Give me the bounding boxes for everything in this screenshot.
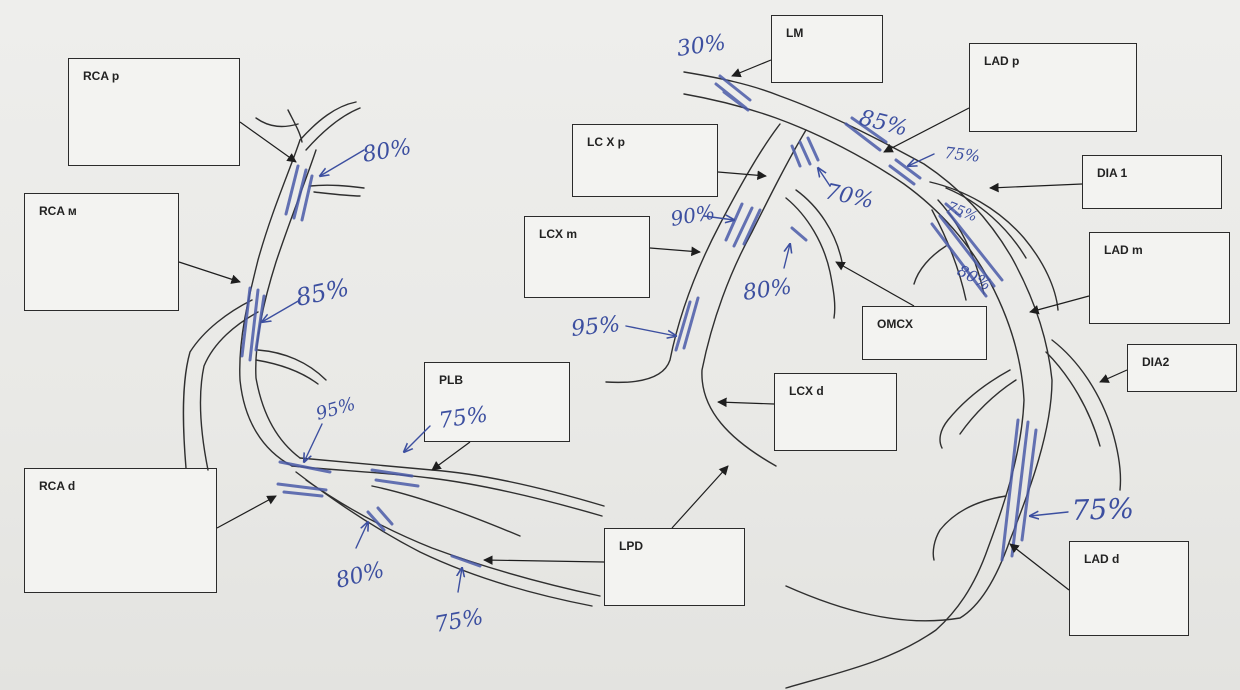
note-lpd-dist: 75% bbox=[433, 605, 486, 638]
note-lcx-m: 90% bbox=[669, 200, 717, 231]
label-lcx-m: LCX m bbox=[539, 227, 578, 241]
note-lcx-p: 70% bbox=[823, 179, 876, 214]
pointer-arrows bbox=[178, 59, 1128, 591]
label-box-rca-d: RCA d bbox=[24, 468, 217, 593]
label-lm: LM bbox=[786, 26, 804, 40]
label-plb: PLB bbox=[439, 373, 463, 387]
label-lpd: LPD bbox=[619, 539, 643, 553]
label-lcx-p: LC X p bbox=[587, 135, 625, 149]
rca-vessel bbox=[182, 101, 605, 607]
note-rca-p: 80% bbox=[361, 135, 414, 168]
label-box-plb: PLB bbox=[424, 362, 570, 442]
note-omcx: 80% bbox=[741, 274, 793, 306]
label-lcx-d: LCX d bbox=[789, 384, 824, 398]
note-lad-m: 80% bbox=[954, 261, 994, 294]
label-omcx: OMCX bbox=[877, 317, 913, 331]
note-plb: 75% bbox=[437, 402, 489, 434]
label-box-lad-p: LAD p bbox=[969, 43, 1137, 132]
label-rca-p: RCA p bbox=[83, 69, 120, 83]
left-stenosis-marks bbox=[674, 74, 1038, 562]
label-dia1: DIA 1 bbox=[1097, 166, 1128, 180]
note-lad-d: 75% bbox=[1071, 492, 1134, 527]
label-box-dia1: DIA 1 bbox=[1082, 155, 1222, 209]
note-lpd-prox: 80% bbox=[333, 558, 387, 594]
label-box-lcx-m: LCX m bbox=[524, 216, 650, 298]
label-box-lad-d: LAD d bbox=[1069, 541, 1189, 636]
note-lad-p2: 75% bbox=[944, 143, 981, 166]
label-dia2: DIA2 bbox=[1142, 355, 1170, 369]
label-lad-d: LAD d bbox=[1084, 552, 1120, 566]
label-rca-m: RCA м bbox=[39, 204, 77, 218]
note-rca-d: 95% bbox=[314, 394, 358, 425]
label-box-rca-p: RCA p bbox=[68, 58, 240, 166]
label-box-rca-m: RCA м bbox=[24, 193, 179, 311]
label-box-lcx-d: LCX d bbox=[774, 373, 897, 451]
label-box-omcx: OMCX bbox=[862, 306, 987, 360]
label-lad-m: LAD m bbox=[1104, 243, 1143, 257]
label-box-dia2: DIA2 bbox=[1127, 344, 1237, 392]
rca-stenosis-marks bbox=[240, 164, 482, 568]
label-box-lcx-p: LC X p bbox=[572, 124, 718, 197]
label-rca-d: RCA d bbox=[39, 479, 76, 493]
label-box-lm: LM bbox=[771, 15, 883, 83]
label-lad-p: LAD p bbox=[984, 54, 1020, 68]
left-coronary-vessel bbox=[605, 71, 1122, 689]
label-box-lad-m: LAD m bbox=[1089, 232, 1230, 324]
note-lcx-d: 95% bbox=[570, 312, 621, 342]
pen-arrows bbox=[262, 149, 1069, 593]
note-lad-p: 85% bbox=[857, 106, 911, 142]
note-rca-m: 85% bbox=[293, 273, 351, 311]
label-box-lpd: LPD bbox=[604, 528, 745, 606]
note-lm: 30% bbox=[675, 30, 727, 62]
